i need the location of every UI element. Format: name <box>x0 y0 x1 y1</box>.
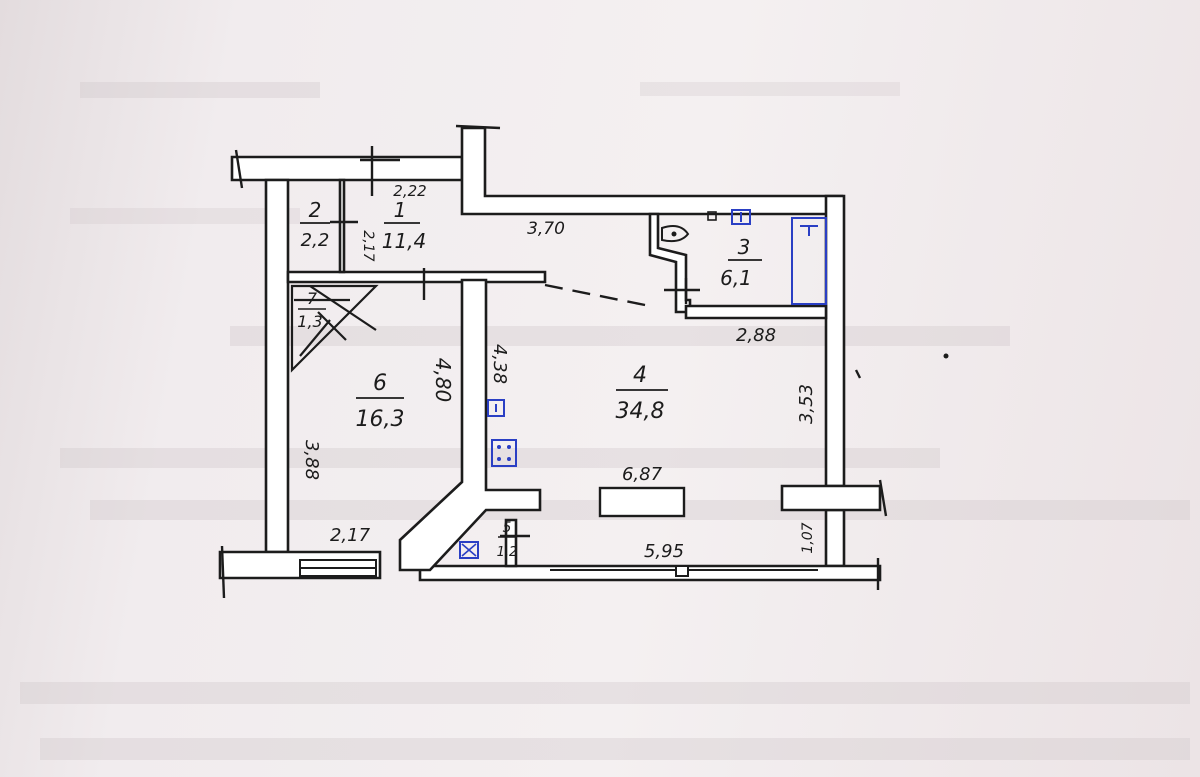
wall-bottom <box>418 564 882 582</box>
room-6-number: 6 <box>373 371 387 396</box>
dim-1-07: 1,07 <box>800 522 816 553</box>
ink-dot <box>943 353 949 359</box>
meter-icon <box>459 541 479 559</box>
dim-3-88: 3,88 <box>301 440 322 480</box>
wall-bath-bottom <box>684 304 828 320</box>
room-labels: 1 11,4 2 2,2 3 6,1 4 34,8 5 1,2 6 16,3 7… <box>297 198 762 560</box>
room-1-number: 1 <box>394 198 407 222</box>
dim-2-17-bottom: 2,17 <box>330 525 371 546</box>
room-4-number: 4 <box>633 363 647 388</box>
bathtub-icon <box>791 217 827 305</box>
dim-2-22: 2,22 <box>393 182 426 200</box>
wall-bath-left <box>648 212 692 314</box>
room-6-area: 16,3 <box>356 407 405 432</box>
dim-2-88: 2,88 <box>736 325 776 346</box>
dim-6-87: 6,87 <box>622 464 663 485</box>
room-3-number: 3 <box>738 235 751 259</box>
room-7-number: 7 <box>307 289 318 308</box>
dim-5-95: 5,95 <box>644 541 684 562</box>
wall-corridor <box>286 270 547 284</box>
electrical-panel-icon <box>487 399 505 417</box>
kitchen-counter <box>598 486 686 518</box>
stove-icon <box>491 439 517 467</box>
door-ticks <box>330 146 862 538</box>
wall-right-lower <box>824 508 846 568</box>
room-5-number: 5 <box>503 520 512 536</box>
closet-room7 <box>290 284 379 373</box>
room-2-area: 2,2 <box>301 230 330 251</box>
wall-right-stub <box>780 484 882 512</box>
background-print <box>20 82 1190 760</box>
wall-room2-room1 <box>338 178 346 274</box>
wall-top-left <box>230 155 464 182</box>
room-4-area: 34,8 <box>616 399 665 424</box>
cut-lines <box>220 124 888 599</box>
dim-4-38: 4,38 <box>489 344 510 384</box>
sink-icon <box>707 209 751 225</box>
door-swing-line <box>544 283 651 308</box>
room-3-area: 6,1 <box>720 266 752 290</box>
wall-right-upper <box>824 194 846 488</box>
windows <box>299 559 818 577</box>
room-7-area: 1,3 <box>297 312 322 331</box>
wall-room6-room4 <box>398 278 542 572</box>
room-1-area: 11,4 <box>382 229 427 253</box>
room-5-area: 1,2 <box>497 545 518 560</box>
room-2-number: 2 <box>309 198 322 222</box>
dim-4-80: 4,80 <box>431 358 455 403</box>
wall-left <box>264 178 290 554</box>
dim-3-53: 3,53 <box>796 384 817 424</box>
dim-3-70: 3,70 <box>527 219 565 239</box>
toilet-icon <box>661 225 690 243</box>
dim-2-17-vertical: 2,17 <box>360 230 376 261</box>
wall-jog <box>460 126 844 216</box>
wall-room5 <box>504 518 518 568</box>
dimension-labels: 2,22 2,17 3,70 2,88 4,38 4,80 3,88 3,53 … <box>301 182 817 562</box>
